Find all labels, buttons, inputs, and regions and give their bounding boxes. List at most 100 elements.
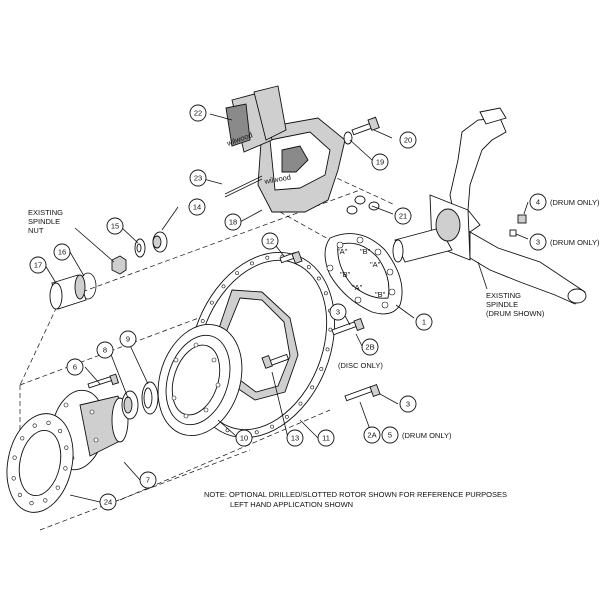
svg-text:3: 3 [406,400,410,409]
svg-text:23: 23 [194,174,202,183]
callout-21: 21 [394,207,412,225]
note-line-1: NOTE: OPTIONAL DRILLED/SLOTTED ROTOR SHO… [204,490,507,499]
rotor-bolt [261,353,289,369]
bracket-bolt-2a [344,384,381,402]
svg-text:3: 3 [336,308,340,317]
svg-text:SPINDLE: SPINDLE [28,217,60,226]
drill-hole [209,300,214,305]
callout-5: 5 [381,426,399,444]
drill-hole [325,347,330,352]
drill-hole [200,319,205,323]
label-existing-spindle-drum: EXISTING SPINDLE (DRUM SHOWN) [486,291,545,318]
wheel-stud [87,373,120,389]
callout-9: 9 [119,330,137,348]
ring-hole [29,501,34,506]
spindle-nut [111,255,127,275]
washer [134,238,146,258]
svg-text:10: 10 [240,434,248,443]
callout-4: 4 [529,193,547,211]
bracket-mark-b: "B" [360,247,371,256]
drill-hole [270,424,275,429]
bracket-shims [346,195,380,215]
svg-text:18: 18 [229,218,237,227]
ring-hole [55,485,60,490]
caliper-mount-bolt [343,116,380,145]
callout-2a: 2A [363,426,381,444]
svg-text:13: 13 [291,434,299,443]
svg-text:SPINDLE: SPINDLE [486,300,518,309]
svg-text:19: 19 [376,158,384,167]
callout-20: 20 [399,131,417,149]
ring-hole [11,476,16,481]
svg-text:12: 12 [266,237,274,246]
svg-text:16: 16 [58,248,66,257]
drill-hole [221,284,226,289]
label-drum-only-4: (DRUM ONLY) [550,198,600,207]
ring-hole [57,428,63,434]
steering-knuckle [392,107,587,305]
callout-24: 24 [99,493,117,511]
ring-hole [43,498,48,503]
svg-text:3: 3 [536,238,540,247]
label-drum-only-2a5: (DRUM ONLY) [402,431,452,440]
svg-text:20: 20 [404,136,412,145]
drill-hole [316,276,321,281]
inner-bearing [121,390,139,420]
svg-text:2A: 2A [367,431,376,440]
bracket-mark-b: "B" [375,290,386,299]
svg-text:22: 22 [194,109,202,118]
callout-19: 19 [371,153,389,171]
caliper-bracket: "A" "B" "A" "B" "A" "B" [324,233,403,315]
drill-hole [319,367,324,371]
svg-text:EXISTING: EXISTING [28,208,63,217]
svg-text:11: 11 [322,434,330,443]
svg-text:21: 21 [399,212,407,221]
svg-text:1: 1 [422,318,426,327]
drill-hole [310,385,315,390]
svg-text:17: 17 [34,261,42,270]
drill-hole [306,265,311,270]
ring-hole [46,420,51,426]
callout-3-drum: 3 [529,233,547,251]
callout-13: 13 [286,429,304,447]
svg-text:7: 7 [146,476,150,485]
inner-seal [141,381,159,415]
outer-bearing [152,231,168,253]
svg-text:NUT: NUT [28,226,44,235]
svg-text:15: 15 [111,222,119,231]
label-existing-spindle-nut: EXISTING SPINDLE NUT [28,208,63,235]
svg-text:4: 4 [536,198,540,207]
rotor-hat [157,323,243,437]
callout-1: 1 [415,313,433,331]
ring-hole [32,423,37,428]
svg-text:2B: 2B [365,343,374,352]
callout-23: 23 [189,169,207,187]
bracket-bolt-2b [331,318,365,336]
svg-text:9: 9 [126,335,130,344]
spacer-ring [6,413,74,513]
callout-12: 12 [261,232,279,250]
ring-holes [11,420,69,506]
note-line-2: LEFT HAND APPLICATION SHOWN [230,500,353,509]
bracket-mark-b: "B" [340,270,351,279]
callout-2b: 2B [361,338,379,356]
svg-text:(DRUM SHOWN): (DRUM SHOWN) [486,309,545,318]
callout-16: 16 [53,243,71,261]
callout-15: 15 [106,217,124,235]
bracket-mark-a: "A" [370,260,381,269]
brake-pads: wilwood [225,85,287,153]
callout-14: 14 [188,198,206,216]
svg-text:8: 8 [103,346,107,355]
callout-10: 10 [235,429,253,447]
bracket-mark-a: "A" [337,247,348,256]
svg-text:24: 24 [104,498,112,507]
drill-hole [328,327,333,332]
ring-hole [20,436,25,441]
drill-hole [323,291,328,296]
callout-3-upper: 3 [329,303,347,321]
label-disc-only: (DISC ONLY) [338,361,383,370]
brake-caliper: wilwood [257,117,346,213]
drill-hole [265,255,270,260]
callout-7: 7 [139,471,157,489]
